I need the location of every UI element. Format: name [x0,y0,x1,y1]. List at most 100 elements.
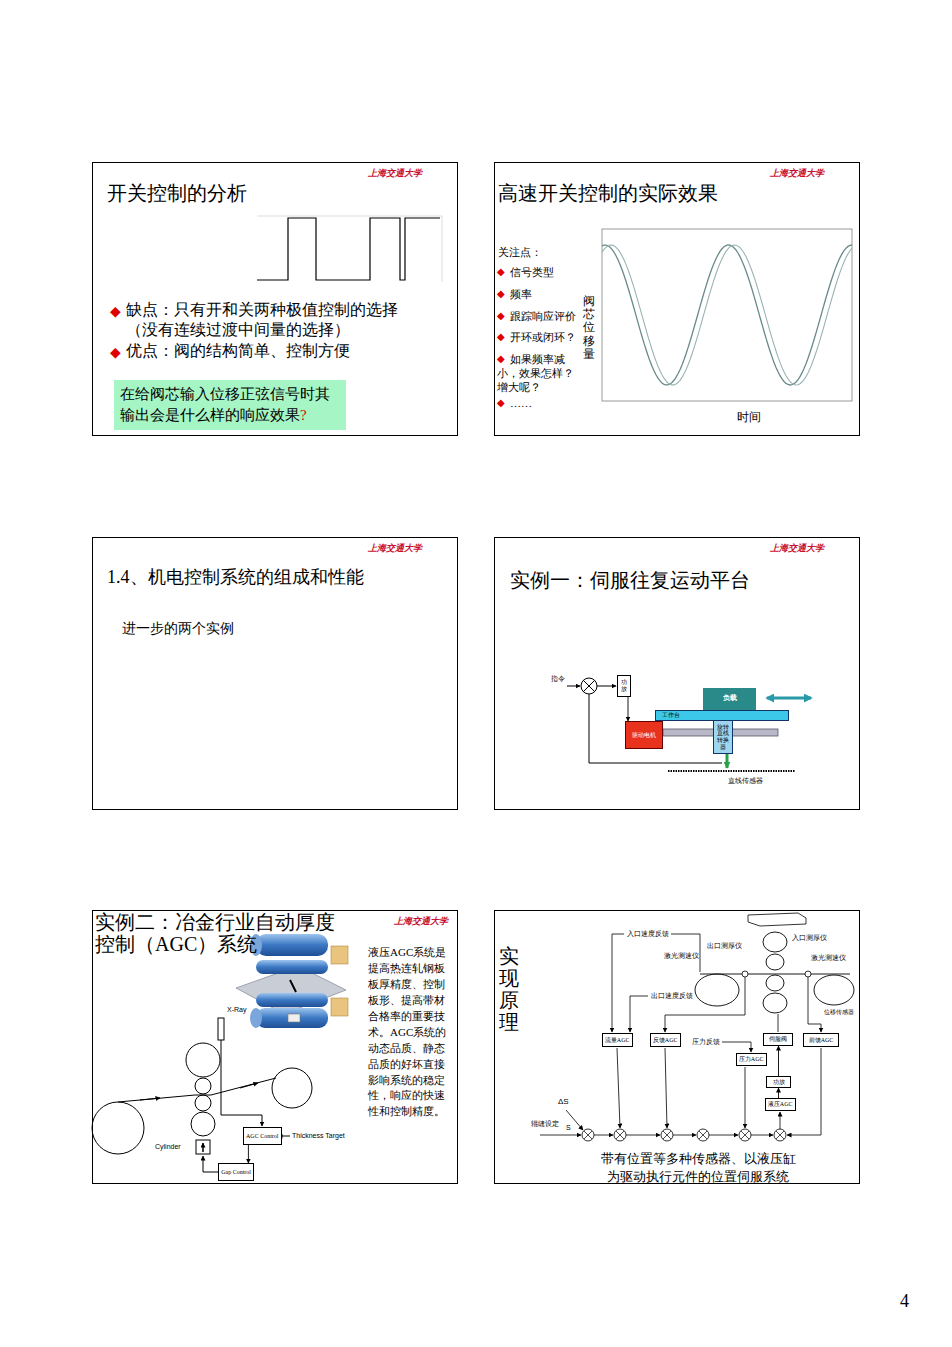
agc-principle-figure-part [742,971,748,977]
amplifier-box: 功放 [617,675,631,697]
servo-platform-figure-part [581,678,597,694]
agc-schematic-part [186,1043,220,1077]
agc-box: 前馈AGC [803,1033,839,1047]
node-text: 反馈AGC [653,1037,678,1044]
agc-principle-figure-part-part [776,1131,784,1139]
node-text: 进一步的两个实例 [122,620,234,638]
agc-principle-figure-part [695,974,739,1006]
node-text: 带有位置等多种传感器、以液压缸为驱动执行元件的位置伺服系统 [598,1150,798,1186]
agc-box: 液压AGC [765,1098,796,1111]
agc-principle-figure-part-part [774,1129,786,1141]
agc-principle-figure-part-part [594,1135,613,1136]
agc-principle-figure-part [808,977,821,1032]
agc-principle-figure-part [630,996,648,1032]
agc-box: 压力AGC [736,1053,767,1066]
label-text: …… [510,397,532,411]
motor-box: 驱动电机 [625,721,663,749]
agc-schematic-part [195,1078,211,1094]
agc-box: 流量AGC [602,1033,633,1047]
agc-principle-figure-part [763,993,787,1013]
agc-schematic-part [272,1068,312,1108]
node-text: AGC Control [246,1133,279,1139]
agc-principle-figure-part-part [751,1135,773,1136]
bullet-mark: ◆ [497,310,505,323]
agc-principle-figure-part [722,1042,751,1052]
label-text: 压力反馈 [692,1038,720,1047]
label-text: 辊缝设定 [531,1120,559,1129]
label-text: 出口速度反馈 [651,992,693,1001]
label-text: 入口测厚仪 [792,934,827,943]
servo-platform-figure-part [597,686,616,687]
slide-frame: 高速开关控制的实际效果 [494,162,860,436]
label-text: 阀芯位移量 [583,295,595,361]
square-wave-part [257,218,440,280]
label-text: 优点：阀的结构简单、控制方便 [126,341,350,361]
label-text: 开环或闭环？ [510,331,576,345]
agc-principle-figure-part [748,913,806,926]
agc-principle-figure-part [778,1014,779,1032]
node-text: 负载 [723,695,737,703]
label-text: 频率 [510,288,532,302]
bullet-mark: ◆ [497,266,505,279]
connector [778,1046,779,1076]
label-text: Cylinder [155,1143,181,1152]
agc-schematic-part [191,1112,215,1136]
agc-principle-figure-part [582,1129,786,1141]
response-chart-part [602,229,852,401]
agc-schematic-part [202,1143,204,1152]
agc-principle-figure-part [612,934,624,1032]
bullet-mark: ◆ [497,397,505,410]
slide-frame: 1.4、机电控制系统的组成和性能进一步的两个实例 [92,537,458,810]
node-text: 液压AGC [768,1101,793,1108]
agc-principle-figure [540,913,854,1141]
agc-principle-figure-part-part [584,1131,592,1139]
slide-frame: 实例二：冶金行业自动厚度控制（AGC）系统液压AGC系统是提高热连轧钢板板厚精度… [92,910,458,1184]
rolling-mill-image-part [256,934,328,956]
label-text: X-Ray [227,1006,246,1015]
node-text: Gap Control [221,1169,251,1175]
servo-platform-figure [567,678,811,771]
label-text: 激光测速仪 [664,952,699,961]
response-chart-part [602,245,852,385]
connector [248,1145,249,1163]
bullet-mark: ◆ [497,288,505,301]
agc-principle-figure-part [665,977,745,1032]
agc-principle-figure-part-part [699,1131,707,1139]
agc-principle-figure-part [745,1067,746,1128]
label-text: S [566,1124,571,1133]
node-text: 开关控制的分析 [107,180,247,207]
rolling-mill-image-part [331,998,348,1016]
agc-principle-figure-part [766,975,784,991]
agc-principle-figure-part [763,932,787,952]
label-text: Thickness Target [292,1132,345,1141]
node-text: 旋转直线转换器 [717,724,729,750]
label-text: 如果频率减小，效果怎样？增大呢？ [497,353,577,394]
bullet-mark: ◆ [497,331,505,344]
label-text: 指令 [551,675,565,684]
logo-text: 上海交通大学 [770,543,824,554]
node-text: 实例二：冶金行业自动厚度控制（AGC）系统 [95,911,345,955]
slide-frame: 开关控制的分析在给阀芯输入位移正弦信号时其输出会是什么样的响应效果? [92,162,458,436]
rolling-mill-image-part [288,1014,300,1022]
node-text: 实例一：伺服往复运动平台 [510,567,750,594]
control-box: Gap Control [218,1163,254,1181]
node-text: 驱动电机 [632,732,656,739]
agc-principle-figure-part-part [661,1129,673,1141]
agc-principle-figure-part [814,975,854,1005]
rolling-mill-image-part [256,960,328,974]
agc-principle-figure-part [805,971,811,977]
node-text: 工作台 [662,712,680,719]
agc-principle-figure-part [665,1048,667,1128]
agc-box: 反馈AGC [650,1033,681,1047]
label-text: 出口测厚仪 [707,942,742,951]
agc-principle-figure-part [617,1048,620,1128]
agc-principle-figure-part-part [582,1129,594,1141]
label-text: 时间 [737,410,761,425]
node-text: 前馈AGC [809,1037,834,1044]
agc-schematic-part [140,1098,160,1100]
agc-principle-figure-part [700,974,850,975]
agc-principle-figure-part-part [663,1131,671,1139]
rolling-mill-image-part [250,1008,262,1028]
label-text: 信号类型 [510,266,554,280]
